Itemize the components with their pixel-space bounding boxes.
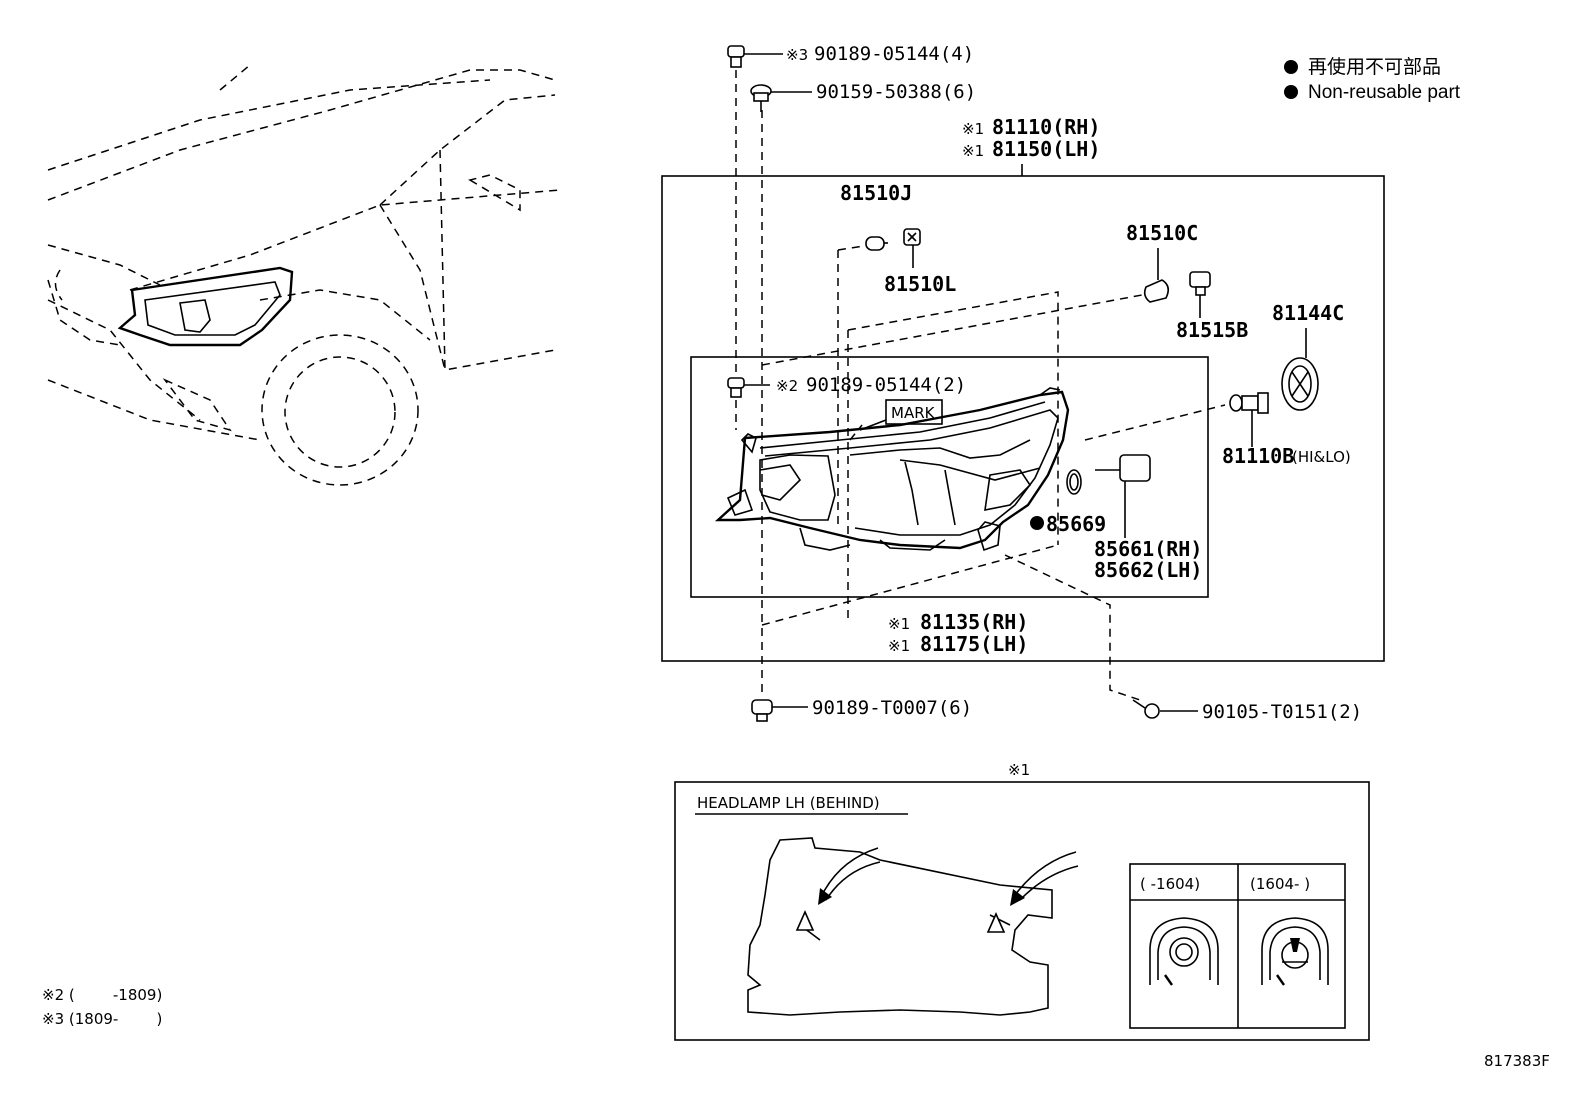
label-bulb-81510j: 81510J (840, 181, 912, 205)
label-socket-81515b: 81515B (1176, 318, 1248, 342)
label-bulb-81510c: 81510C (1126, 221, 1198, 245)
cover-81144c-icon (1281, 328, 1319, 411)
non-reusable-bullet-icon (1284, 60, 1298, 74)
clip-bottom-icon (751, 699, 808, 722)
label-assy-lh: 81150(LH) (992, 137, 1100, 161)
mark-box (885, 399, 943, 425)
detail-title: HEADLAMP LH (BEHIND) (697, 794, 880, 812)
note-ref-1: ※1 (962, 120, 984, 138)
bolt-top-icon (750, 84, 812, 112)
assembly-box (661, 175, 1385, 662)
leader-lines (735, 70, 1226, 701)
label-bulb-hilo-suffix: (HI&LO) (1292, 448, 1351, 466)
label-clip-bottom: 90189-T0007(6) (812, 697, 972, 719)
label-mark: MARK (891, 404, 936, 422)
figure-id: 817383F (1484, 1052, 1550, 1070)
socket-81515b-icon (1189, 271, 1211, 318)
label-motor-lh: 85662(LH) (1094, 558, 1202, 582)
version-col-1: ( -1604) (1140, 875, 1200, 893)
oring-85669-icon (1066, 469, 1082, 495)
note-ref-3: ※3 (786, 46, 808, 64)
screw-mid-icon (727, 377, 770, 398)
legend-jp: 再使用不可部品 (1308, 56, 1441, 78)
vehicle-sketch (47, 64, 561, 486)
note-ref-1: ※1 (888, 637, 910, 655)
note-ref-2: ※2 (776, 377, 798, 395)
non-reusable-bullet-icon (1284, 85, 1298, 99)
socket-81510l-icon (903, 228, 921, 268)
label-bolt-bottom: 90105-T0151(2) (1202, 701, 1362, 723)
legend: 再使用不可部品 Non-reusable part (1284, 56, 1461, 103)
bulb-81510j-icon (865, 236, 888, 251)
detail-ref: ※1 (1008, 761, 1030, 779)
label-oring-85669: 85669 (1046, 512, 1106, 536)
part-labels: ※3 90189-05144(4) 90159-50388(6) ※1 8111… (776, 43, 1362, 723)
label-assy-rh: 81110(RH) (992, 115, 1100, 139)
footnote-3: ※3 (1809- ) (42, 1010, 162, 1028)
version-col-2: (1604- ) (1250, 875, 1310, 893)
label-unit-lh: 81175(LH) (920, 632, 1028, 656)
legend-en: Non-reusable part (1308, 82, 1461, 103)
non-reusable-marker-icon (1030, 516, 1044, 530)
footnote-2: ※2 ( -1809) (42, 986, 162, 1004)
label-socket-81510l: 81510L (884, 272, 956, 296)
note-ref-1: ※1 (888, 615, 910, 633)
bulb-81510c-icon (1143, 248, 1170, 303)
headlamp-rear-drawing (747, 837, 1079, 1016)
leveling-motor-icon (1095, 454, 1151, 538)
label-screw-top: 90189-05144(4) (814, 43, 974, 65)
headlamp-unit-drawing (714, 387, 1070, 552)
label-bulb-hilo: 81110B (1222, 444, 1294, 468)
label-screw-mid: 90189-05144(2) (806, 374, 966, 396)
bulb-hilo-icon (1229, 392, 1269, 447)
version-table: ( -1604) (1604- ) (1129, 863, 1346, 1029)
unit-box (690, 356, 1209, 598)
label-unit-rh: 81135(RH) (920, 610, 1028, 634)
note-ref-1: ※1 (962, 142, 984, 160)
screw-top-icon (727, 45, 783, 68)
bolt-bottom-icon (1132, 699, 1198, 719)
label-cover-81144c: 81144C (1272, 301, 1344, 325)
label-motor-rh: 85661(RH) (1094, 537, 1202, 561)
label-bolt-top: 90159-50388(6) (816, 81, 976, 103)
detail-box (674, 781, 1370, 1041)
